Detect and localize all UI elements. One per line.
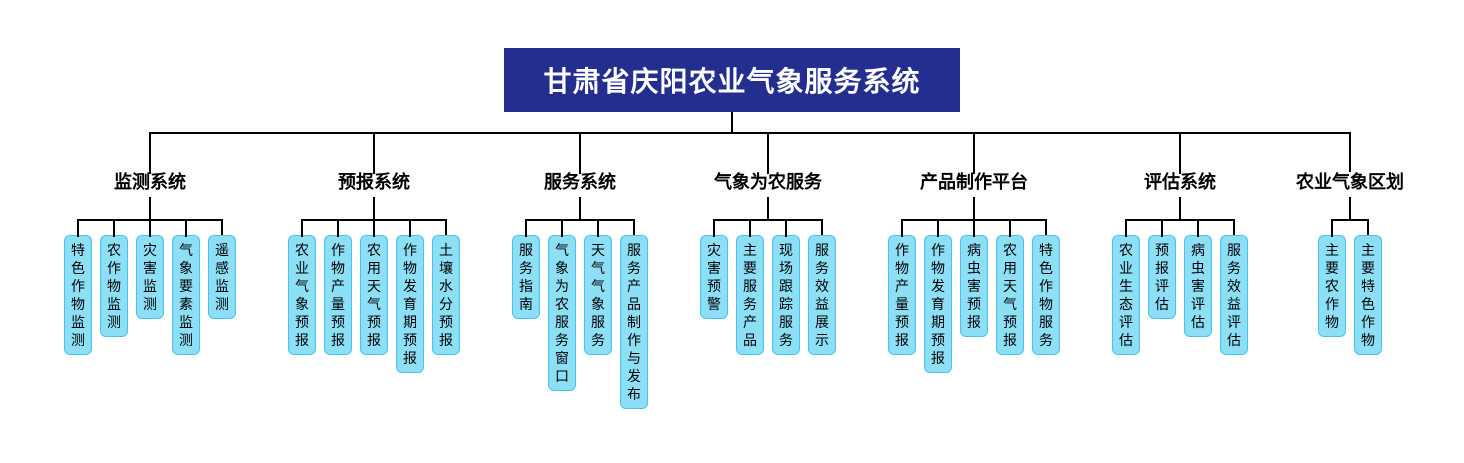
- connector-stub: [1179, 197, 1181, 219]
- branch-row: 监测系统 特色作物监测 农作物监测 灾害监测 气象要素监测 遥感监测 预报系统 …: [38, 132, 1426, 409]
- leaf-cell: 农作物监测: [96, 219, 133, 337]
- branch-children: 灾害预警 主要服务产品 现场跟踪服务 服务效益展示: [696, 219, 840, 355]
- leaf-cell: 天气气象服务: [580, 219, 617, 355]
- leaf-cell: 预报评估: [1144, 219, 1181, 319]
- branch-label: 服务系统: [544, 172, 616, 192]
- leaf-cell: 作物发育期预报: [392, 219, 429, 373]
- branch-product-platform: 产品制作平台 作物产量预报 作物发育期预报 病虫害预报 农用天气预报 特色作物服…: [862, 132, 1087, 373]
- branch-monitoring: 监测系统 特色作物监测 农作物监测 灾害监测 气象要素监测 遥感监测: [38, 132, 263, 355]
- branch-children: 农业气象预报 作物产量预报 农用天气预报 作物发育期预报 土壤水分预报: [284, 219, 464, 373]
- leaf-node: 病虫害预报: [960, 235, 988, 337]
- branch-children: 农业生态评估 预报评估 病虫害评估 服务效益评估: [1108, 219, 1252, 355]
- connector-stub: [1349, 197, 1351, 219]
- leaf-node: 主要农作物: [1318, 235, 1346, 337]
- leaf-cell: 农业生态评估: [1108, 219, 1145, 355]
- leaf-cell: 土壤水分预报: [428, 219, 464, 355]
- branch-label: 气象为农服务: [714, 172, 822, 192]
- branch-children: 特色作物监测 农作物监测 灾害监测 气象要素监测 遥感监测: [60, 219, 240, 355]
- leaf-node: 农用天气预报: [360, 235, 388, 355]
- leaf-cell: 服务产品制作与发布: [616, 219, 652, 409]
- leaf-node: 服务效益展示: [808, 235, 836, 355]
- leaf-node: 现场跟踪服务: [772, 235, 800, 355]
- leaf-node: 主要服务产品: [736, 235, 764, 355]
- branch-label: 监测系统: [114, 172, 186, 192]
- leaf-cell: 病虫害预报: [956, 219, 993, 337]
- leaf-cell: 灾害监测: [132, 219, 169, 319]
- root-connector-stub: [731, 112, 733, 132]
- branch-label: 预报系统: [338, 172, 410, 192]
- org-chart: 甘肃省庆阳农业气象服务系统 监测系统 特色作物监测 农作物监测 灾害监测 气象要…: [0, 48, 1464, 409]
- leaf-node: 农业生态评估: [1112, 235, 1140, 355]
- leaf-cell: 农用天气预报: [992, 219, 1029, 355]
- leaf-node: 病虫害评估: [1184, 235, 1212, 337]
- branch-forecast: 预报系统 农业气象预报 作物产量预报 农用天气预报 作物发育期预报 土壤水分预报: [262, 132, 487, 373]
- branch-weather-for-agriculture: 气象为农服务 灾害预警 主要服务产品 现场跟踪服务 服务效益展示: [674, 132, 863, 355]
- branch-children: 服务指南 气象为农服务窗口 天气气象服务 服务产品制作与发布: [508, 219, 652, 409]
- leaf-node: 土壤水分预报: [432, 235, 460, 355]
- branch-label: 农业气象区划: [1296, 172, 1404, 192]
- connector-stub: [149, 197, 151, 219]
- leaf-cell: 灾害预警: [696, 219, 733, 319]
- leaf-node: 作物产量预报: [324, 235, 352, 355]
- leaf-node: 作物发育期预报: [396, 235, 424, 373]
- leaf-cell: 农业气象预报: [284, 219, 321, 355]
- leaf-cell: 服务指南: [508, 219, 545, 319]
- leaf-node: 主要特色作物: [1354, 235, 1382, 355]
- leaf-node: 农作物监测: [100, 235, 128, 337]
- root-title-box: 甘肃省庆阳农业气象服务系统: [504, 48, 960, 112]
- branch-evaluation: 评估系统 农业生态评估 预报评估 病虫害评估 服务效益评估: [1086, 132, 1275, 355]
- leaf-node: 服务指南: [512, 235, 540, 319]
- leaf-node: 天气气象服务: [584, 235, 612, 355]
- leaf-node: 气象要素监测: [172, 235, 200, 355]
- leaf-node: 服务效益评估: [1220, 235, 1248, 355]
- leaf-cell: 农用天气预报: [356, 219, 393, 355]
- leaf-cell: 主要农作物: [1314, 219, 1351, 337]
- leaf-cell: 病虫害评估: [1180, 219, 1217, 337]
- branch-children: 作物产量预报 作物发育期预报 病虫害预报 农用天气预报 特色作物服务: [884, 219, 1064, 373]
- leaf-cell: 主要服务产品: [732, 219, 769, 355]
- connector-stub: [767, 197, 769, 219]
- leaf-cell: 遥感监测: [204, 219, 240, 319]
- branch-label: 产品制作平台: [920, 172, 1028, 192]
- leaf-node: 预报评估: [1148, 235, 1176, 319]
- leaf-node: 作物发育期预报: [924, 235, 952, 373]
- leaf-cell: 气象要素监测: [168, 219, 205, 355]
- leaf-node: 特色作物监测: [64, 235, 92, 355]
- connector-stub: [579, 197, 581, 219]
- branch-label: 评估系统: [1144, 172, 1216, 192]
- leaf-node: 作物产量预报: [888, 235, 916, 355]
- leaf-cell: 主要特色作物: [1350, 219, 1386, 355]
- connector-stub: [973, 197, 975, 219]
- leaf-cell: 特色作物监测: [60, 219, 97, 355]
- leaf-node: 农业气象预报: [288, 235, 316, 355]
- leaf-cell: 服务效益展示: [804, 219, 840, 355]
- leaf-node: 遥感监测: [208, 235, 236, 319]
- leaf-node: 气象为农服务窗口: [548, 235, 576, 391]
- leaf-cell: 现场跟踪服务: [768, 219, 805, 355]
- branch-children: 主要农作物 主要特色作物: [1314, 219, 1386, 355]
- connector-stub: [373, 197, 375, 219]
- leaf-cell: 服务效益评估: [1216, 219, 1252, 355]
- leaf-node: 灾害监测: [136, 235, 164, 319]
- branch-service: 服务系统 服务指南 气象为农服务窗口 天气气象服务 服务产品制作与发布: [486, 132, 675, 409]
- leaf-node: 农用天气预报: [996, 235, 1024, 355]
- leaf-cell: 作物产量预报: [320, 219, 357, 355]
- leaf-node: 特色作物服务: [1032, 235, 1060, 355]
- leaf-cell: 作物产量预报: [884, 219, 921, 355]
- leaf-node: 灾害预警: [700, 235, 728, 319]
- leaf-cell: 气象为农服务窗口: [544, 219, 581, 391]
- leaf-cell: 作物发育期预报: [920, 219, 957, 373]
- leaf-cell: 特色作物服务: [1028, 219, 1064, 355]
- branch-agro-zoning: 农业气象区划 主要农作物 主要特色作物: [1274, 132, 1426, 355]
- leaf-node: 服务产品制作与发布: [620, 235, 648, 409]
